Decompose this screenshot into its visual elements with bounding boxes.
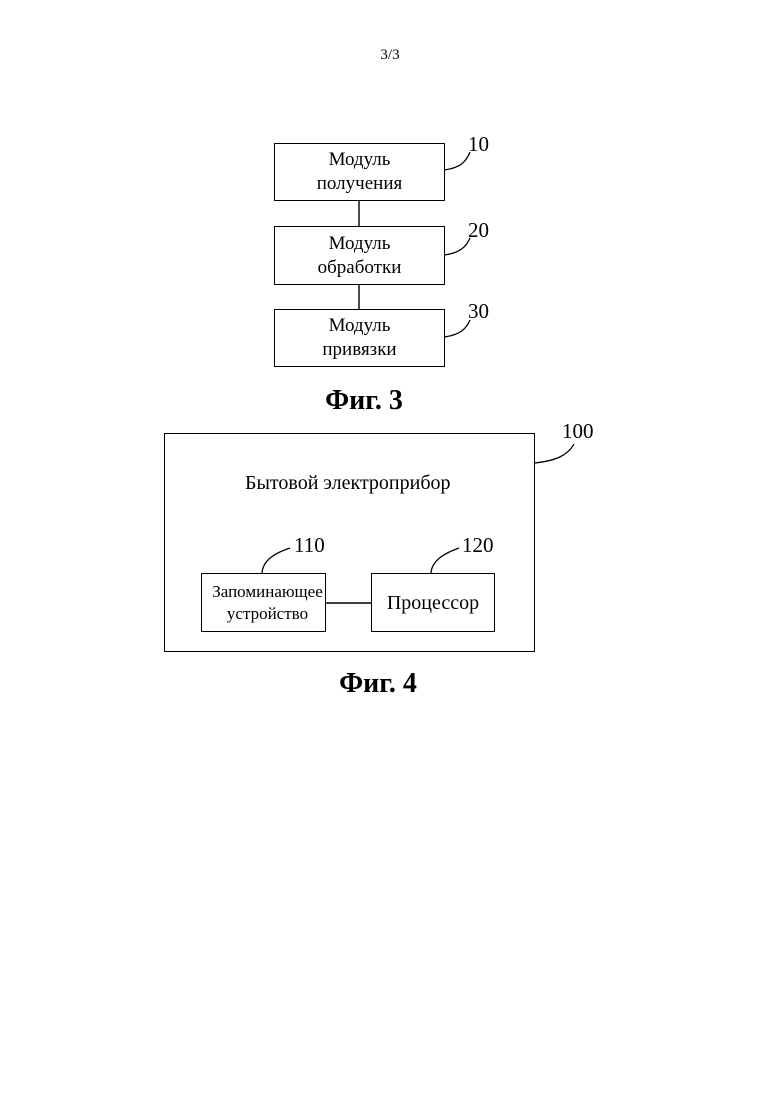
ref-10: 10 [468,133,489,155]
memory-label: Запоминающее устройство [212,581,323,625]
leader-10 [444,152,470,170]
fig3-caption: Фиг. 3 [264,385,464,417]
module-binding-box: Модуль привязки [274,309,445,367]
processor-box: Процессор [371,573,495,632]
leader-20 [444,238,470,255]
module-binding-label: Модуль привязки [322,314,396,362]
module-processing-box: Модуль обработки [274,226,445,285]
fig4-caption: Фиг. 4 [278,668,478,700]
ref-120: 120 [462,534,494,556]
processor-label: Процессор [387,591,479,615]
ref-30: 30 [468,300,489,322]
ref-20: 20 [468,219,489,241]
appliance-label: Бытовой электроприбор [245,472,451,495]
leader-30 [444,320,470,337]
module-processing-label: Модуль обработки [318,232,402,280]
module-acquisition-box: Модуль получения [274,143,445,201]
ref-110: 110 [294,534,325,556]
ref-100: 100 [562,420,594,442]
leader-100 [534,444,574,463]
module-acquisition-label: Модуль получения [317,148,402,196]
memory-box: Запоминающее устройство [201,573,326,632]
